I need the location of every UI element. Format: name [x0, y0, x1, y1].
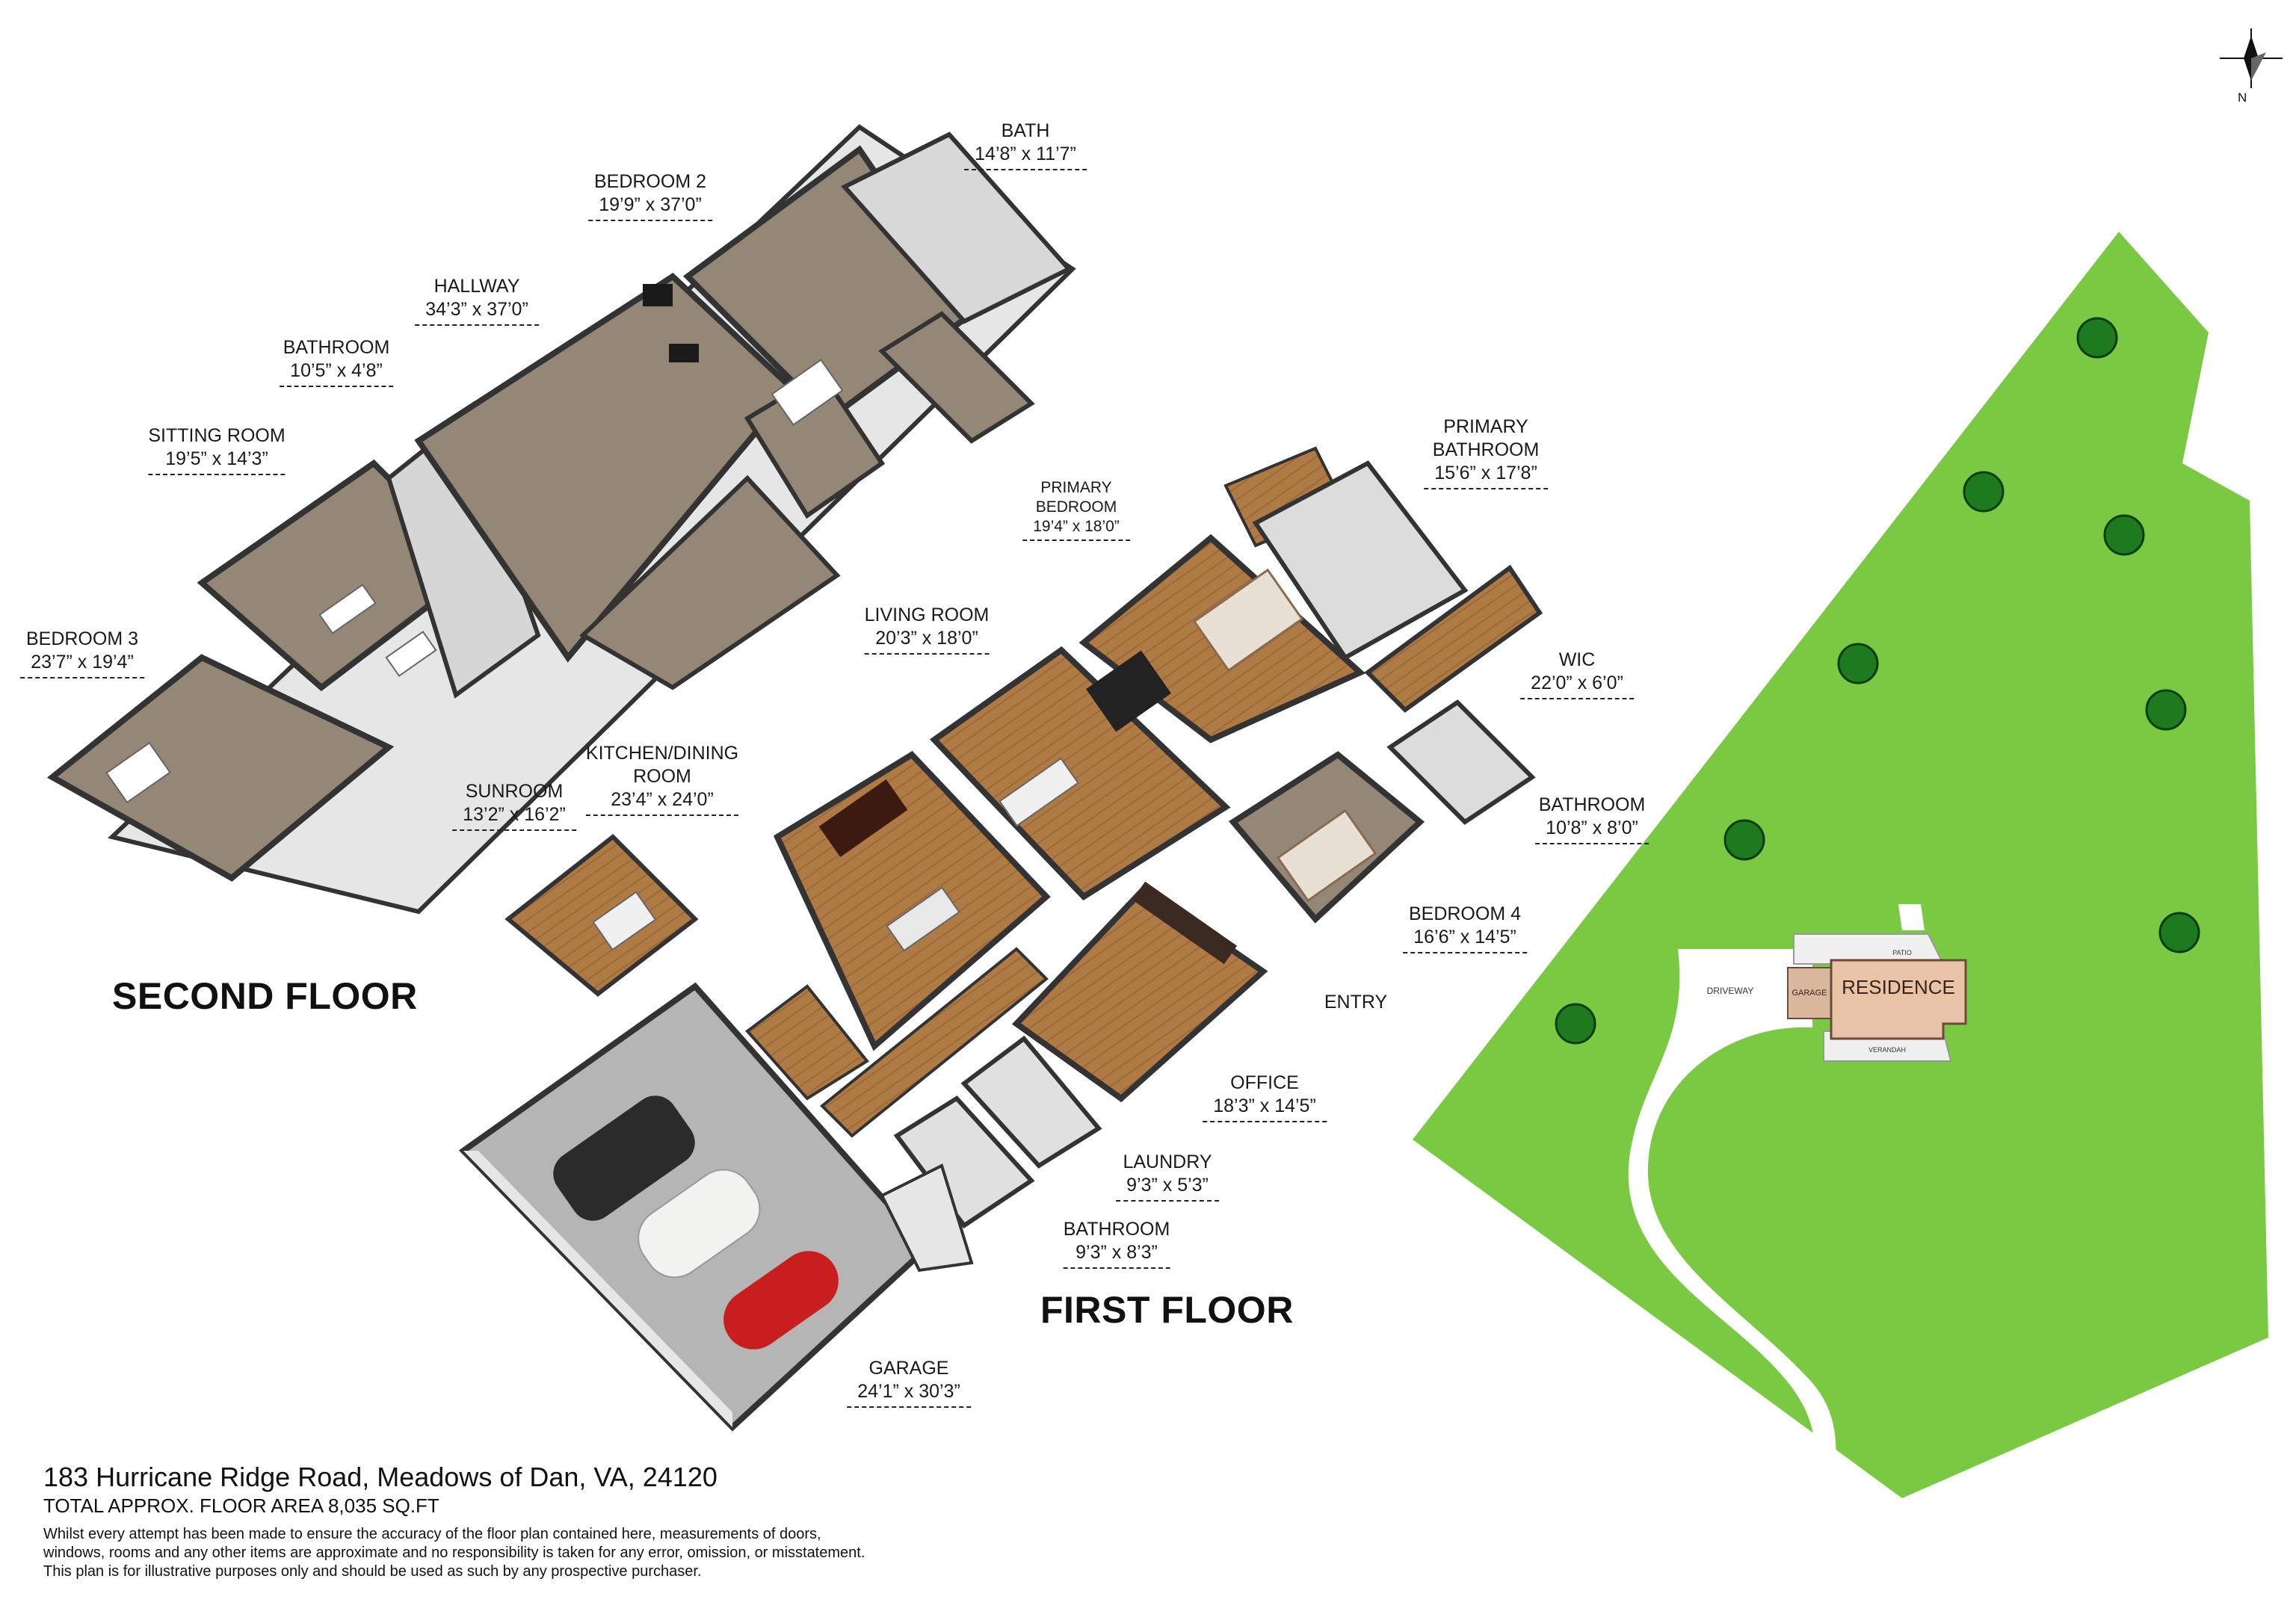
living-room-floor: [929, 646, 1231, 901]
room-label-sunroom: SUNROOM 13’2” x 16’2”: [452, 780, 576, 831]
site-verandah-label: VERANDAH: [1868, 1046, 1906, 1054]
room-label-bathroom-right: BATHROOM 10’8” x 8’0”: [1535, 794, 1649, 844]
compass-icon: [2220, 28, 2283, 88]
room-label-kitchen-dining: KITCHEN/DINING ROOM 23’4” x 24’0”: [585, 719, 739, 839]
second-floor-plan: [46, 124, 1076, 915]
room-label-primary-bathroom: PRIMARY BATHROOM 15’6” x 17’8”: [1424, 392, 1548, 513]
central-room-floor: [579, 474, 841, 690]
fireplace-icon: [1086, 650, 1171, 732]
bed-icon: [1192, 568, 1304, 673]
driveway: [1628, 949, 1836, 1480]
bathroom-right-floor: [1386, 699, 1536, 825]
site-driveway-label: DRIVEWAY: [1707, 986, 1754, 996]
bath-floor: [841, 132, 1073, 324]
office-floor: [1011, 885, 1268, 1103]
room-label-office: OFFICE 18’3” x 14’5”: [1203, 1072, 1327, 1122]
dining-table-icon: [818, 779, 908, 858]
room-label-bathroom-upper: BATHROOM 10’5” x 4’8”: [280, 336, 393, 387]
lot-boundary: [1413, 232, 2268, 1498]
sofa-icon: [999, 757, 1079, 827]
site-residence: [1830, 959, 1967, 1040]
footer: 183 Hurricane Ridge Road, Meadows of Dan…: [43, 1461, 1127, 1581]
room-label-wic: WIC 22’0” x 6’0”: [1520, 649, 1634, 699]
room-label-living-room: LIVING ROOM 20’3” x 18’0”: [864, 604, 990, 655]
room-label-primary-bedroom: PRIMARY BEDROOM 19’4” x 18’0”: [1022, 459, 1130, 560]
property-address: 183 Hurricane Ridge Road, Meadows of Dan…: [43, 1462, 718, 1492]
bedroom-3-floor: [46, 654, 395, 882]
bed-icon: [1276, 809, 1377, 903]
room-label-entry: ENTRY: [1324, 992, 1388, 1013]
site-plan: RESIDENCE GARAGE DRIVEWAY PATIO VERANDAH…: [1413, 28, 2283, 1498]
room-label-bedroom-3: BEDROOM 3 23’7” x 19’4”: [20, 628, 144, 678]
site-residence-label: RESIDENCE: [1842, 976, 1955, 998]
room-label-garage: GARAGE 24’1” x 30’3”: [847, 1357, 971, 1408]
primary-bathroom-floor: [1252, 460, 1469, 661]
first-floor-plan: [458, 446, 1543, 1432]
car-red-icon: [723, 1251, 839, 1350]
car-white-icon: [638, 1169, 761, 1279]
room-label-bedroom-2: BEDROOM 2 19’9” x 37’0”: [588, 170, 712, 221]
desk-icon: [1132, 881, 1238, 965]
room-label-hallway: HALLWAY 34’3” x 37’0”: [415, 275, 539, 326]
site-patio-label: PATIO: [1892, 949, 1912, 956]
site-garage-label: GARAGE: [1792, 989, 1827, 998]
site-garage: [1787, 967, 1832, 1019]
room-label-bath: BATH 14’8” x 11’7”: [964, 120, 1087, 170]
room-label-laundry: LAUNDRY 9’3” x 5’3”: [1116, 1151, 1219, 1202]
disclaimer-text: Whilst every attempt has been made to en…: [43, 1526, 865, 1580]
kitchen-island-icon: [886, 886, 960, 952]
total-floor-area: TOTAL APPROX. FLOOR AREA 8,035 SQ.FT: [43, 1494, 439, 1517]
tree-icons: [1555, 317, 2200, 1045]
car-black-icon: [553, 1095, 695, 1221]
room-label-sitting-room: SITTING ROOM 19’5” x 14’3”: [148, 424, 286, 475]
first-floor-title: FIRST FLOOR: [1040, 1289, 1294, 1331]
wic-floor: [1364, 564, 1543, 713]
compass-north-label: N: [2238, 90, 2247, 105]
laundry-floor: [960, 1035, 1102, 1169]
room-label-bathroom-lower: BATHROOM 9’3” x 8’3”: [1063, 1218, 1170, 1269]
second-floor-title: SECOND FLOOR: [112, 975, 418, 1017]
room-label-bedroom-4: BEDROOM 4 16’6” x 14’5”: [1403, 903, 1527, 953]
